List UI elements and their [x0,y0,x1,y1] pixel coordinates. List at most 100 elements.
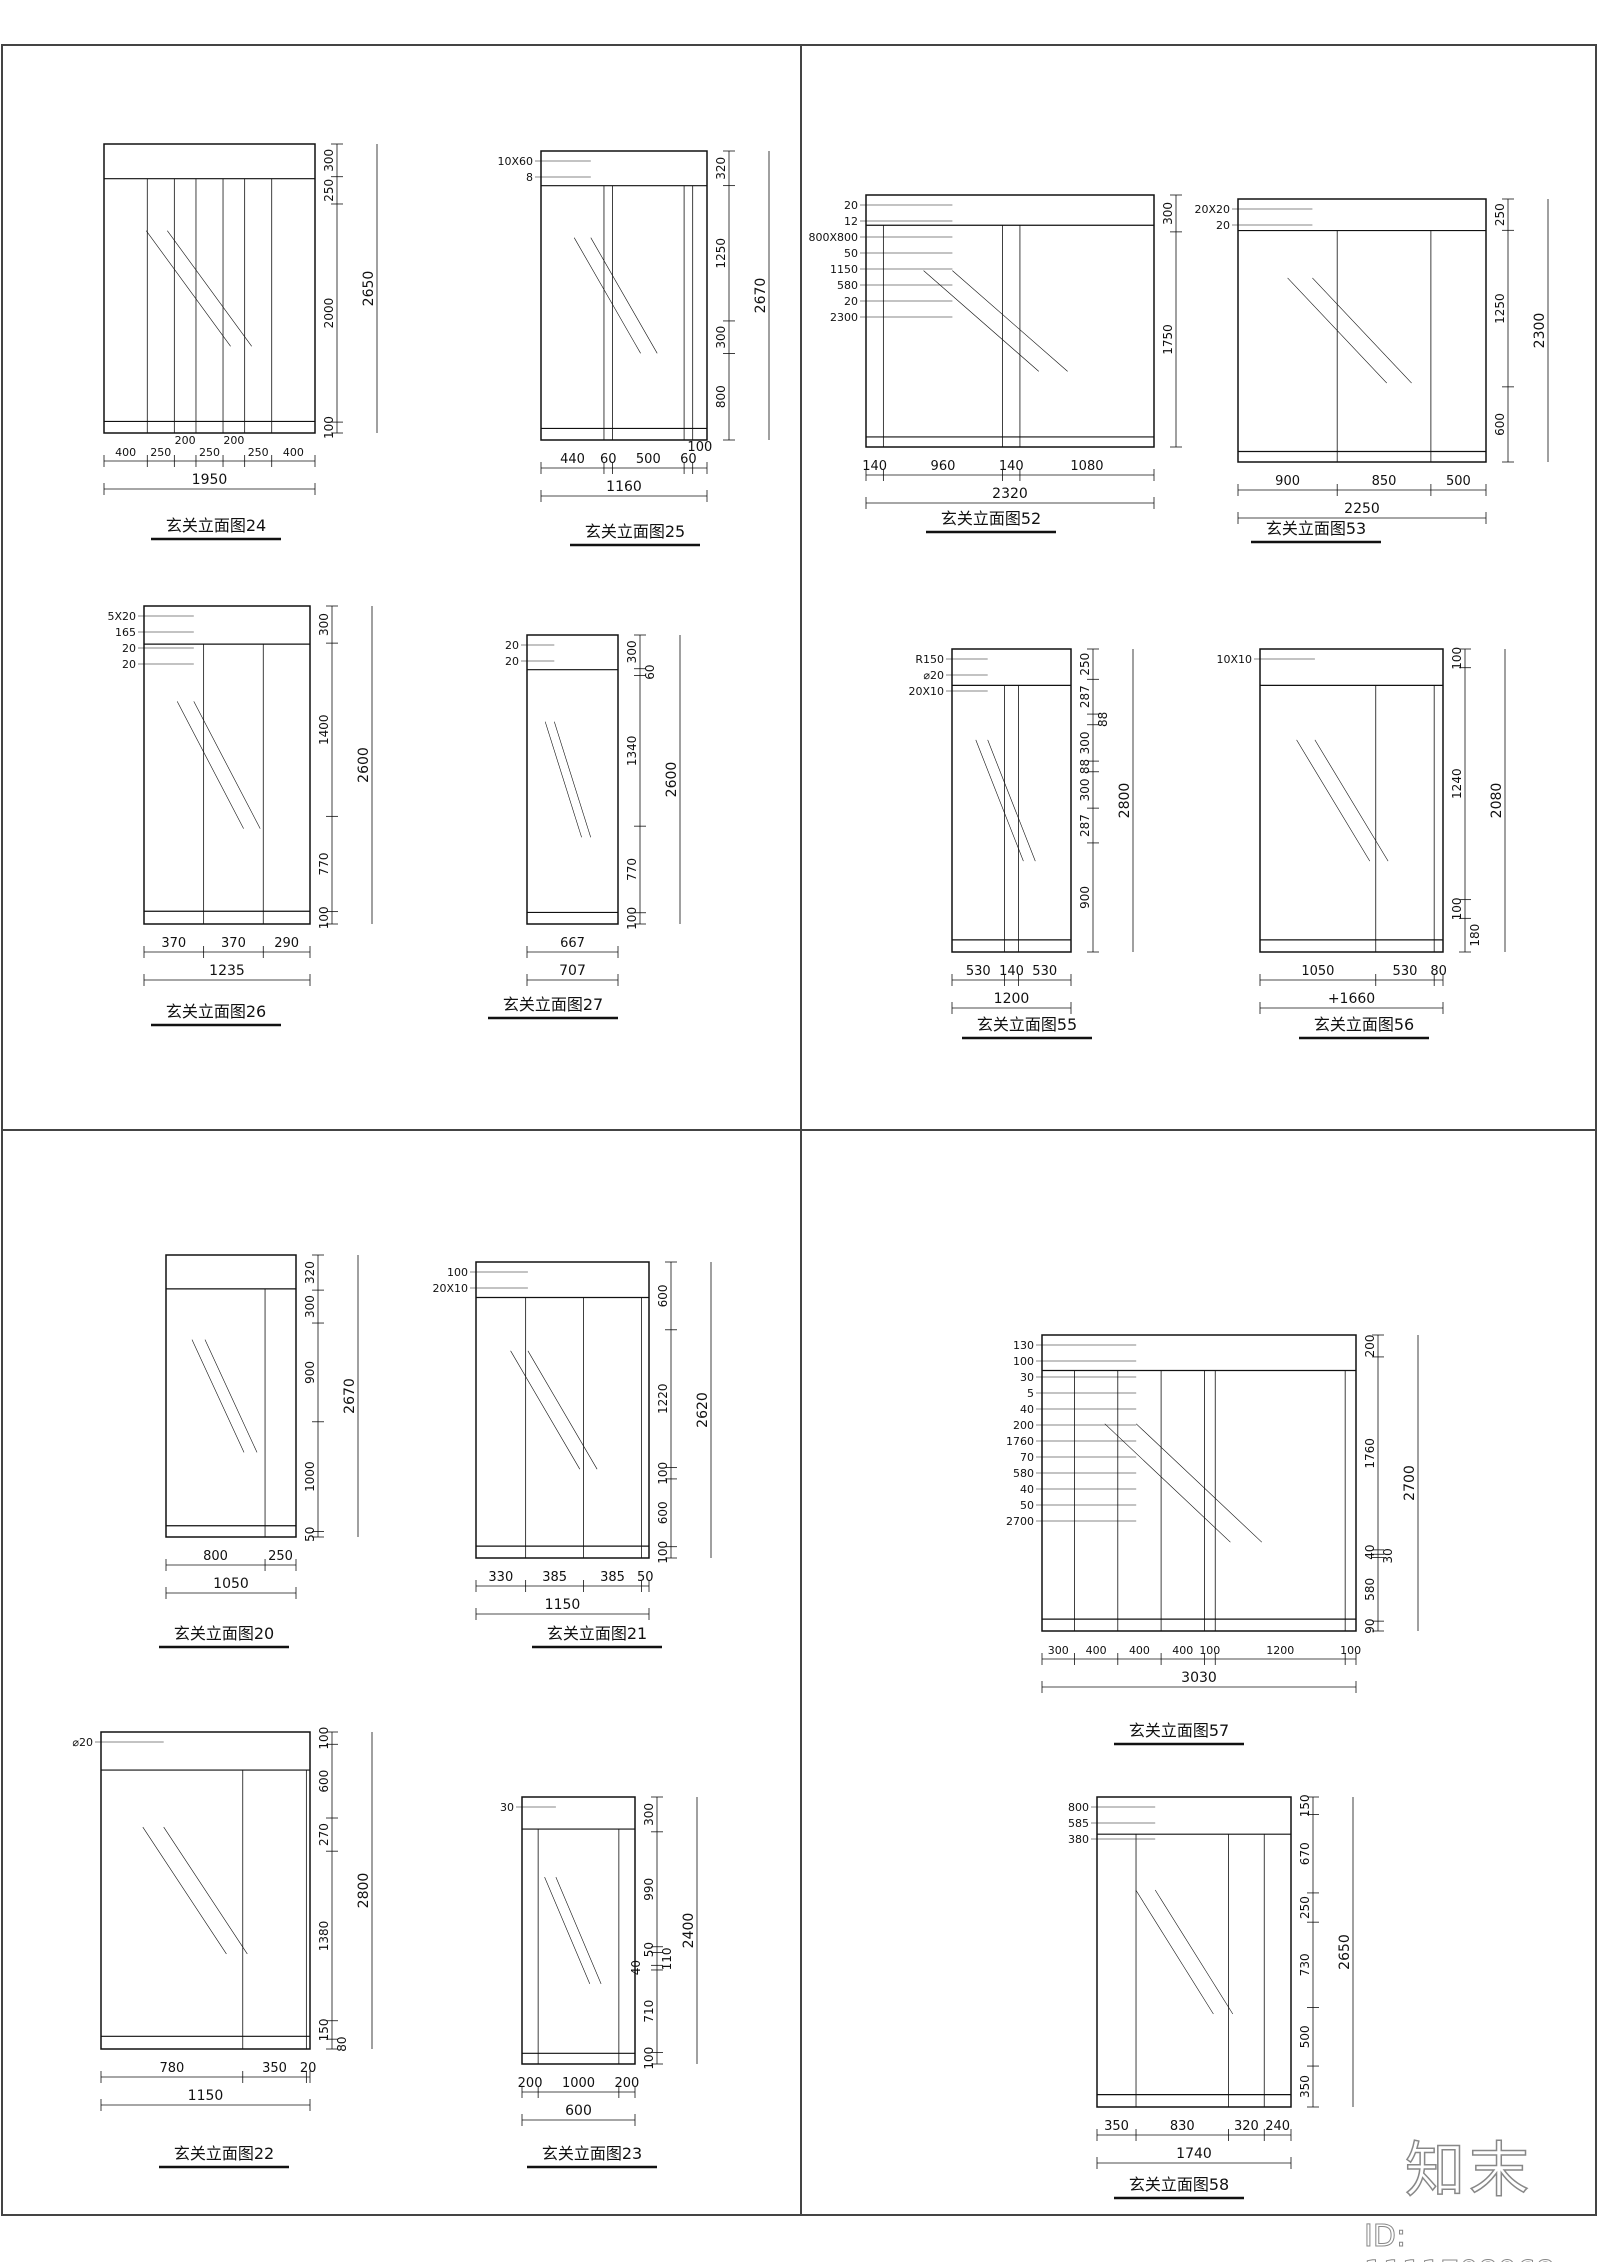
glass-hatch [1135,1889,1214,2015]
dimension-label: 1250 [1493,293,1507,324]
dimension-label: 400 [1129,1644,1150,1657]
dimension-label: 80 [1430,964,1447,979]
document-id: ID: 1111708068 [1360,2219,1600,2262]
dimension-label: 300 [642,1803,656,1826]
cabinet-outline [521,1796,636,2065]
annotation-label: 200 [1013,1419,1034,1432]
annotation-label: ⌀20 [72,1736,93,1749]
cabinet-outline [165,1254,297,1538]
dimension-label: 385 [600,1570,625,1585]
annotation-label: 580 [837,279,858,292]
glass-hatch [167,230,252,347]
drawing-title: 玄关立面图21 [547,1624,647,1643]
glass-hatch [1312,277,1412,384]
total-height-label: 2670 [753,278,769,314]
cabinet-outline [100,1731,311,2050]
annotation-label: 1760 [1006,1435,1034,1448]
dimension-label: 780 [159,2061,184,2076]
dimension-label: 600 [656,1284,670,1307]
drawing-title: 玄关立面图55 [977,1015,1077,1034]
drawing-title: 玄关立面图27 [503,995,603,1014]
cabinet-outline [951,648,1072,953]
dimension-label: 200 [518,2076,543,2091]
dimension-label: 1200 [1266,1644,1294,1657]
annotation-label: 5 [1027,1387,1034,1400]
total-width-label: 1950 [192,472,228,488]
glass-hatch [544,1876,591,1985]
dimension-label: 2000 [322,298,336,329]
dimension-label: 100 [322,416,336,439]
total-height-label: 2670 [342,1378,358,1414]
annotation-label: 20 [505,639,519,652]
dimension-label: 200 [223,434,244,447]
dimension-label: 100 [1340,1644,1361,1657]
dimension-label: 50 [303,1527,317,1542]
dimension-label: 667 [560,936,585,951]
drawing-title: 玄关立面图20 [174,1624,274,1643]
annotation-label: 2300 [830,311,858,324]
annotation-label: 20X10 [908,685,944,698]
dimension-label: 300 [303,1295,317,1318]
dimension-label: 385 [542,1570,567,1585]
dimension-label: 287 [1078,814,1092,837]
glass-hatch [555,1876,602,1985]
annotation-label: 1150 [830,263,858,276]
glass-hatch [554,721,591,838]
annotation-label: 100 [447,1266,468,1279]
total-width-label: 1200 [994,991,1030,1007]
dimension-label: 60 [600,452,617,467]
total-width-label: 1160 [606,479,642,495]
dimension-label: 300 [322,149,336,172]
dimension-label: 900 [1078,886,1092,909]
annotation-label: 800X800 [808,231,858,244]
dimension-label: 350 [1298,2075,1312,2098]
dimension-label: 770 [625,858,639,881]
glass-hatch [142,1826,227,1955]
dimension-label: 300 [1161,202,1175,225]
dimension-label: 830 [1170,2119,1195,2134]
glass-hatch [193,701,261,829]
dimension-label: 370 [161,936,186,951]
total-height-label: 2700 [1402,1465,1418,1501]
cabinet-outline [475,1261,650,1559]
annotation-label: 50 [844,247,858,260]
dimension-label: 250 [1298,1896,1312,1919]
dimension-label: 180 [1468,924,1482,947]
dimension-label: 710 [642,2000,656,2023]
dimension-label: 140 [999,964,1024,979]
drawing-title: 玄关立面图58 [1129,2175,1229,2194]
annotation-label: 20 [844,199,858,212]
glass-hatch [1154,1889,1234,2015]
total-height-label: 2400 [681,1913,697,1949]
dimension-label: 300 [714,326,728,349]
dimension-label: 110 [660,1947,674,1970]
annotation-label: 50 [1020,1499,1034,1512]
dimension-label: 100 [625,907,639,930]
dimension-label: 100 [656,1541,670,1564]
total-width-label: 2250 [1344,501,1380,517]
glass-hatch [204,1339,258,1453]
dimension-label: 1220 [656,1383,670,1414]
glass-hatch [923,270,1039,372]
dimension-label: 1400 [317,714,331,745]
annotation-label: 20 [122,642,136,655]
dimension-label: 400 [1086,1644,1107,1657]
dimension-label: 40 [629,1960,643,1975]
annotation-label: 70 [1020,1451,1034,1464]
dimension-label: 88 [1078,759,1092,774]
dimension-label: 100 [1450,898,1464,921]
total-width-label: 1150 [545,1597,581,1613]
drawing-title: 玄关立面图53 [1266,519,1366,538]
dimension-label: 150 [1298,1794,1312,1817]
glass-hatch [510,1350,581,1470]
total-height-label: 2600 [356,747,372,783]
dimension-label: 530 [1032,964,1057,979]
